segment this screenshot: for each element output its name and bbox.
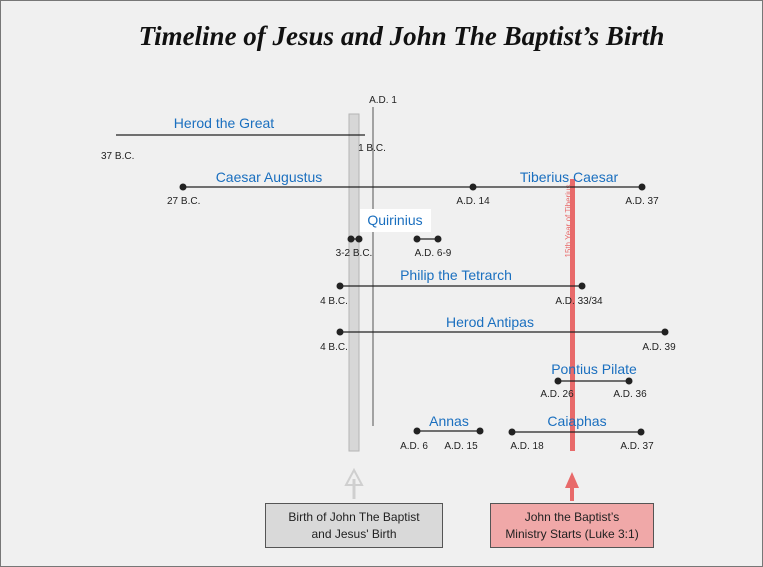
philip-the-tetrarch-name-label: Philip the Tetrarch — [400, 267, 512, 283]
herod-the-great-end-date: 1 B.C. — [358, 143, 386, 154]
philip-the-tetrarch-end-date: A.D. 33/34 — [555, 296, 603, 307]
quirinius-end-date: A.D. 6-9 — [415, 248, 452, 259]
herod-antipas-start-dot — [336, 328, 344, 336]
ruler-quirinius: Quirinius 3-2 B.C. A.D. 6-9 — [336, 209, 452, 259]
pontius-pilate-start-dot — [554, 377, 562, 385]
quirinius-second-start-dot — [413, 235, 421, 243]
pontius-pilate-name-label: Pontius Pilate — [551, 361, 637, 377]
annas-end-date: A.D. 15 — [444, 441, 478, 452]
caesar-augustus-name-label: Caesar Augustus — [216, 169, 323, 185]
birth-band — [348, 113, 360, 452]
annas-start-date: A.D. 6 — [400, 441, 428, 452]
quirinius-end-dot — [355, 235, 363, 243]
ministry-arrow-head — [565, 472, 579, 488]
birth-event-box: Birth of John The Baptist and Jesus' Bir… — [265, 503, 443, 548]
ministry-event-box: John the Baptist’s Ministry Starts (Luke… — [490, 503, 654, 548]
annas-start-dot — [413, 427, 421, 435]
ad1-label: A.D. 1 — [369, 95, 397, 106]
annas-end-dot — [476, 427, 484, 435]
fifteenth-year-line — [570, 179, 575, 451]
philip-the-tetrarch-end-dot — [578, 282, 586, 290]
philip-the-tetrarch-start-dot — [336, 282, 344, 290]
ruler-philip-the-tetrarch: Philip the Tetrarch 4 B.C. A.D. 33/34 — [320, 267, 603, 307]
ruler-caesar-augustus: Caesar Augustus 27 B.C. A.D. 14 — [167, 169, 490, 207]
caiaphas-start-dot — [508, 428, 516, 436]
fifteenth-year-label: 15th Year of Tiberius — [564, 185, 573, 258]
herod-antipas-end-date: A.D. 39 — [642, 342, 676, 353]
herod-antipas-start-date: 4 B.C. — [320, 342, 348, 353]
herod-the-great-name-label: Herod the Great — [174, 115, 274, 131]
ruler-herod-the-great: Herod the Great 37 B.C. 1 B.C. — [101, 115, 386, 162]
caiaphas-start-date: A.D. 18 — [510, 441, 544, 452]
caiaphas-end-date: A.D. 37 — [620, 441, 654, 452]
quirinius-name-label: Quirinius — [367, 212, 422, 228]
quirinius-start-date: 3-2 B.C. — [336, 248, 373, 259]
pontius-pilate-start-date: A.D. 26 — [540, 389, 574, 400]
quirinius-label-bg — [360, 209, 431, 232]
pontius-pilate-end-date: A.D. 36 — [613, 389, 647, 400]
herod-antipas-name-label: Herod Antipas — [446, 314, 534, 330]
herod-the-great-start-date: 37 B.C. — [101, 151, 134, 162]
tiberius-caesar-name-label: Tiberius Caesar — [520, 169, 619, 185]
pontius-pilate-end-dot — [625, 377, 633, 385]
caesar-augustus-end-date: A.D. 14 — [456, 196, 490, 207]
quirinius-start-dot — [347, 235, 355, 243]
herod-antipas-end-dot — [661, 328, 669, 336]
caiaphas-name-label: Caiaphas — [547, 413, 606, 429]
philip-the-tetrarch-start-date: 4 B.C. — [320, 296, 348, 307]
tiberius-caesar-end-date: A.D. 37 — [625, 196, 659, 207]
caesar-augustus-start-date: 27 B.C. — [167, 196, 200, 207]
page-title: Timeline of Jesus and John The Baptist’s… — [138, 21, 665, 51]
birth-arrow-head — [344, 467, 364, 486]
caesar-augustus-start-dot — [179, 183, 187, 191]
quirinius-second-end-dot — [434, 235, 442, 243]
caiaphas-end-dot — [637, 428, 645, 436]
tiberius-caesar-end-dot — [638, 183, 646, 191]
ruler-herod-antipas: Herod Antipas 4 B.C. A.D. 39 — [320, 314, 676, 353]
annas-name-label: Annas — [429, 413, 469, 429]
